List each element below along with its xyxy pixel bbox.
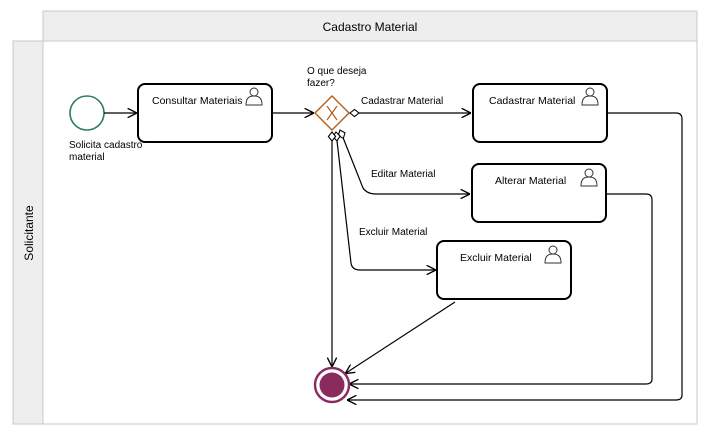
flow-editar-label: Editar Material [371, 169, 435, 180]
task-excluir-material[interactable] [436, 240, 572, 300]
task-consultar-materiais-label: Consultar Materiais [152, 95, 242, 107]
lane-title: Solicitante [22, 205, 36, 261]
task-excluir-material-label: Excluir Material [460, 252, 532, 264]
task-consultar-materiais[interactable] [137, 83, 273, 143]
start-event[interactable] [69, 95, 105, 131]
task-alterar-material[interactable] [471, 163, 607, 223]
start-event-label-line2: material [69, 152, 105, 163]
flow-excluir-label: Excluir Material [359, 227, 427, 238]
gateway-label-line2: fazer? [307, 78, 335, 89]
end-event-core [319, 372, 345, 398]
task-cadastrar-material-label: Cadastrar Material [489, 95, 575, 107]
pool-header [42, 10, 698, 42]
flow-cadastrar-end [348, 112, 683, 400]
flow-gateway-excluir [336, 132, 435, 270]
task-alterar-material-label: Alterar Material [495, 175, 566, 187]
flow-cadastrar-label: Cadastrar Material [361, 96, 443, 107]
flow-alterar-end [350, 193, 653, 384]
pool-title: Cadastro Material [323, 20, 418, 34]
flow-excluir-end [346, 301, 456, 373]
start-event-label-line1: Solicita cadastro [69, 140, 143, 151]
lane-header [12, 40, 44, 425]
gateway-label-line1: O que deseja [307, 66, 367, 77]
exclusive-x-icon [326, 105, 338, 121]
task-cadastrar-material[interactable] [472, 83, 608, 143]
